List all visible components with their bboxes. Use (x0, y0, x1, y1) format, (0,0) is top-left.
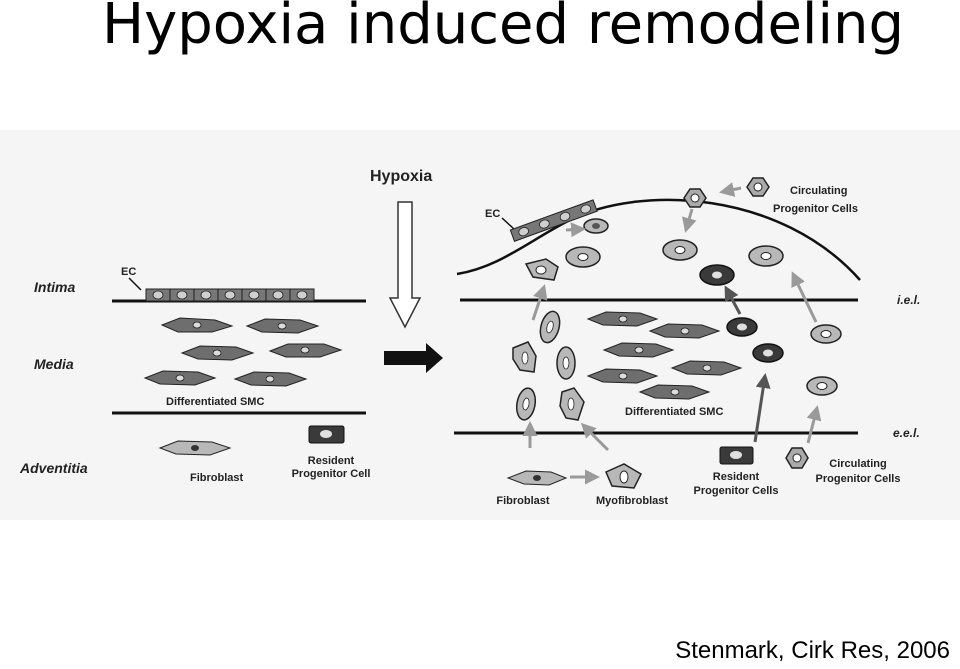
remodeled-progenitor-cells-media (726, 317, 842, 396)
figure-panel: Intima Media Adventitia EC (0, 130, 960, 520)
remodeled-ec-label: EC (485, 208, 500, 220)
hypoxia-arrow (388, 201, 422, 329)
normal-fibroblast-cell (158, 440, 232, 456)
normal-resident-progenitor-label-2: Progenitor Cell (292, 468, 371, 480)
circulating-top-cells (683, 177, 770, 208)
normal-ec-pointer (128, 277, 142, 291)
circulating-bottom-label-2: Progenitor Cells (816, 473, 901, 485)
circulating-top-label-2: Progenitor Cells (773, 203, 858, 215)
remodeled-endothelium (509, 199, 598, 242)
progenitor-migration-arrows (724, 271, 822, 444)
eel-label: e.e.l. (893, 426, 920, 440)
circulating-descend-arrow (682, 208, 697, 233)
resident-progenitors-label-2: Progenitor Cells (694, 485, 779, 497)
citation: Stenmark, Cirk Res, 2006 (675, 637, 950, 664)
normal-endothelium (145, 288, 315, 302)
media-label: Media (34, 356, 74, 372)
remodeled-intimal-cells (524, 218, 784, 286)
intima-label: Intima (34, 279, 75, 295)
circulating-entry-arrow (719, 182, 742, 197)
remodeled-smc-cells (586, 311, 743, 400)
slide-title: Hypoxia induced remodeling (102, 0, 905, 57)
normal-smc-cells (143, 317, 343, 387)
normal-resident-progenitor-cell (308, 425, 345, 444)
normal-ec-label: EC (121, 266, 136, 278)
remodeled-smc-label: Differentiated SMC (625, 406, 723, 418)
myofibroblast-migration-arrows (522, 284, 610, 452)
ec-to-intima-arrow (565, 222, 586, 238)
iel-label: i.e.l. (897, 293, 920, 307)
transition-arrow (384, 343, 443, 373)
normal-smc-label: Differentiated SMC (166, 396, 264, 408)
remodeled-fibroblast-label: Fibroblast (496, 495, 550, 507)
hypoxia-label: Hypoxia (370, 168, 432, 185)
myofibroblast-cells (512, 310, 585, 421)
normal-resident-progenitor-label-1: Resident (308, 455, 355, 467)
resident-progenitors-label-1: Resident (713, 471, 760, 483)
circulating-bottom-label-1: Circulating (829, 458, 886, 470)
myofibroblast-label: Myofibroblast (596, 495, 668, 507)
remodeled-intima-curve (456, 198, 861, 281)
remodeled-ec-pointer (501, 217, 515, 230)
circulating-top-label-1: Circulating (790, 185, 847, 197)
normal-fibroblast-label: Fibroblast (190, 472, 244, 484)
remodeled-adventitia-cells (506, 446, 809, 489)
adventitia-label: Adventitia (19, 460, 88, 476)
remodeling-diagram: Intima Media Adventitia EC (19, 168, 920, 507)
